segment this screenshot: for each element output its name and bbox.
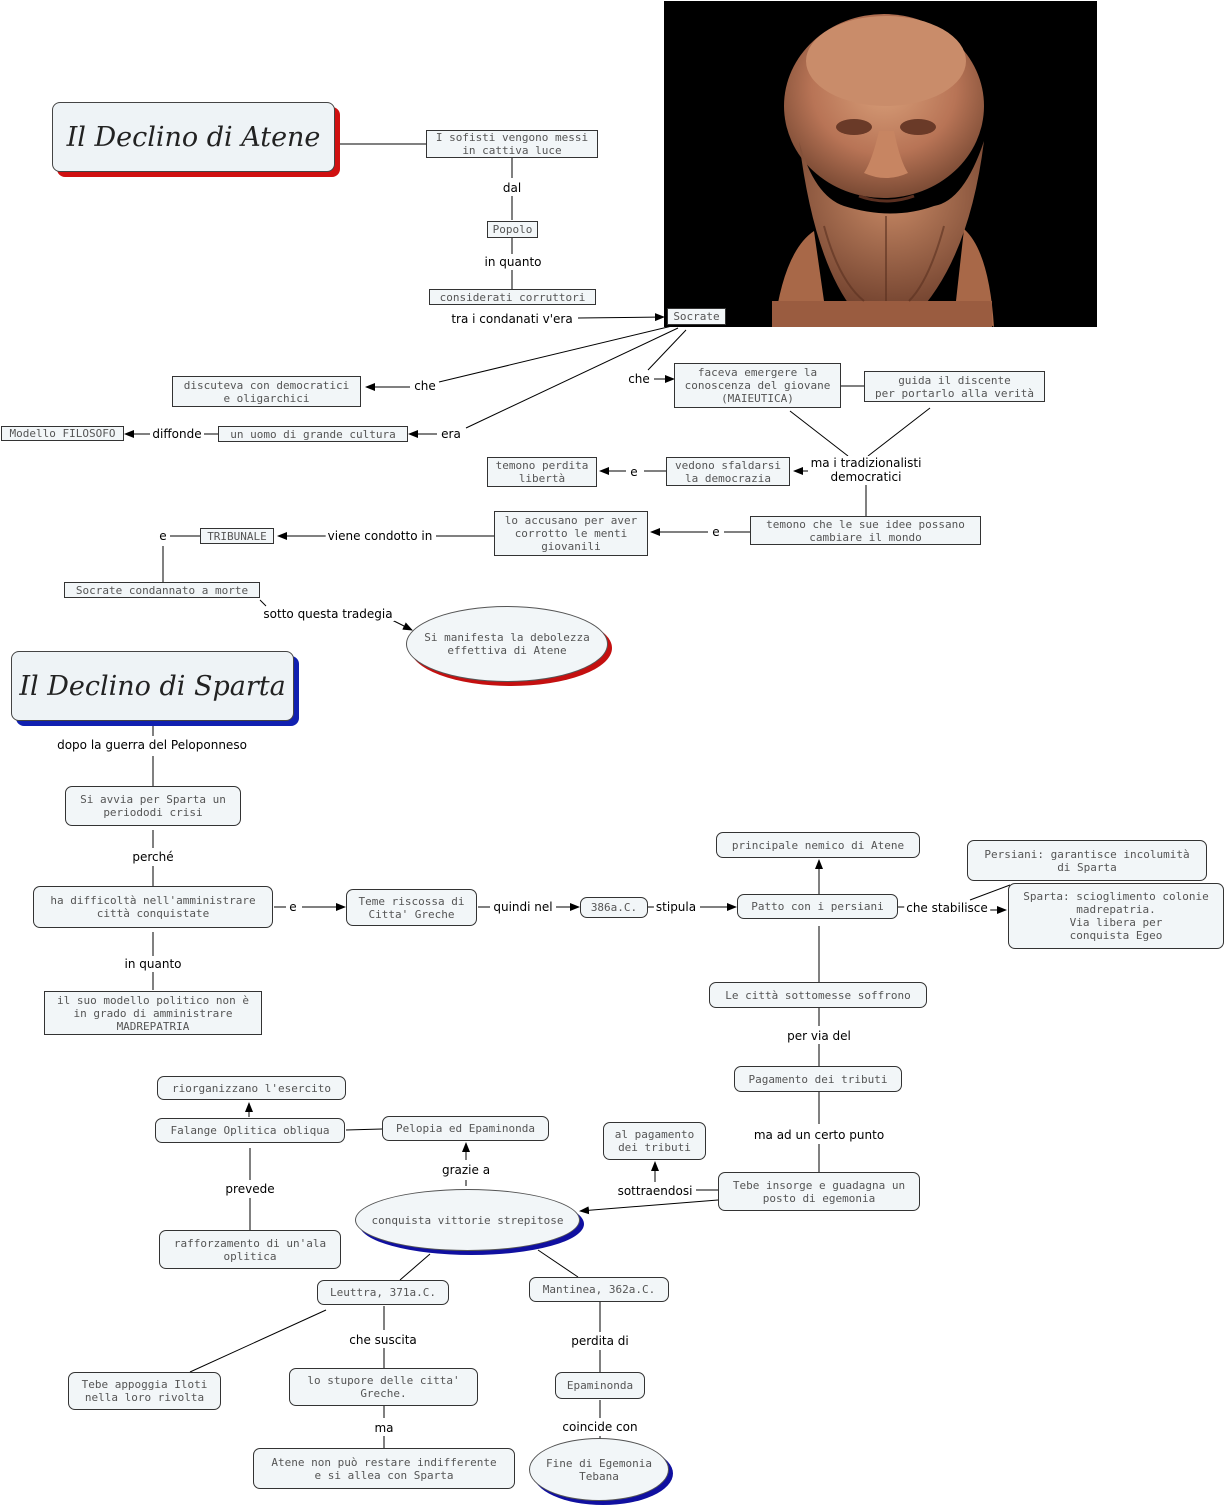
link-per-via: per via del [785,1029,853,1043]
vittorie-node[interactable]: conquista vittorie strepitose [355,1189,580,1251]
link-che-right: che [626,372,652,386]
soffrono-node[interactable]: Le città sottomesse soffrono [709,982,927,1008]
tributi-node[interactable]: Pagamento dei tributi [734,1066,902,1092]
sparta-title: Il Declino di Sparta [11,651,294,721]
esercito-node[interactable]: riorganizzano l'esercito [157,1076,346,1100]
link-ma: ma [372,1421,396,1435]
crisi-node[interactable]: Si avvia per Sparta un periododi crisi [65,786,241,826]
link-e-riscossa: e [287,900,299,914]
atene-alleata-node[interactable]: Atene non può restare indifferente e si … [253,1448,515,1489]
link-e-idee: e [710,525,722,539]
al-pagamento-node[interactable]: al pagamento dei tributi [603,1122,706,1160]
link-certo-punto: ma ad un certo punto [751,1128,887,1142]
falange-node[interactable]: Falange Oplitica obliqua [155,1118,345,1143]
iloti-node[interactable]: Tebe appoggia Iloti nella loro rivolta [68,1372,221,1410]
link-guerra: dopo la guerra del Peloponneso [55,738,249,752]
link-suscita: che suscita [347,1333,419,1347]
corruttori-node[interactable]: considerati corruttori [429,289,596,305]
tebe-node[interactable]: Tebe insorge e guadagna un posto di egem… [718,1172,920,1211]
link-perche: perché [130,850,176,864]
link-stabilisce: che stabilisce [904,901,990,915]
link-quindi: quindi nel [491,900,555,914]
leuttra-node[interactable]: Leuttra, 371a.C. [317,1280,449,1305]
pelopia-node[interactable]: Pelopia ed Epaminonda [382,1116,549,1141]
accusano-node[interactable]: lo accusano per aver corrotto le menti g… [494,511,648,556]
difficolta-node[interactable]: ha difficoltà nell'amministrare città co… [33,886,273,928]
epaminonda-node[interactable]: Epaminonda [555,1372,645,1399]
idee-node[interactable]: temono che le sue idee possano cambiare … [750,516,981,545]
link-viene-condotto: viene condotto in [325,529,435,543]
mantinea-node[interactable]: Mantinea, 362a.C. [529,1277,669,1302]
tradizionalisti-label: ma i tradizionalisti democratici [808,456,924,484]
popolo-node[interactable]: Popolo [487,221,538,238]
tribunale-node[interactable]: TRIBUNALE [200,528,274,544]
link-in-quanto-athens: in quanto [482,255,544,269]
guida-node[interactable]: guida il discente per portarlo alla veri… [864,371,1045,402]
link-era: era [439,427,463,441]
link-tragedia: sotto questa tradegia [261,607,395,621]
link-che-left: che [412,379,438,393]
modello-politico-node[interactable]: il suo modello politico non è in grado d… [44,991,262,1035]
link-prevede: prevede [223,1182,277,1196]
condannato-node[interactable]: Socrate condannato a morte [64,582,260,598]
fine-egemonia-node[interactable]: Fine di Egemonia Tebana [529,1438,669,1501]
386-node[interactable]: 386a.C. [580,897,648,918]
socrate-node[interactable]: Socrate [667,308,726,325]
patto-node[interactable]: Patto con i persiani [737,894,898,919]
persiani-node[interactable]: Persiani: garantisce incolumità di Spart… [967,840,1207,881]
maieutica-node[interactable]: faceva emergere la conoscenza del giovan… [674,363,841,408]
riscossa-node[interactable]: Teme riscossa di Citta' Greche [346,889,477,926]
athens-title: Il Declino di Atene [52,102,335,172]
link-sottraendosi: sottraendosi [615,1184,695,1198]
link-stipula: stipula [653,900,699,914]
modello-filosofo-node[interactable]: Modello FILOSOFO [1,426,124,441]
uomo-cultura-node[interactable]: un uomo di grande cultura [218,426,408,442]
ala-node[interactable]: rafforzamento di un'ala oplitica [159,1230,341,1269]
discuteva-node[interactable]: discuteva con democratici e oligarchici [172,376,361,407]
sfaldarsi-node[interactable]: vedono sfaldarsi la democrazia [666,457,790,486]
link-grazie: grazie a [439,1163,493,1177]
stupore-node[interactable]: lo stupore delle citta' Greche. [289,1368,478,1406]
link-coincide: coincide con [560,1420,640,1434]
link-condanati: tra i condanati v'era [449,312,575,326]
link-in-quanto-sparta: in quanto [122,957,184,971]
liberta-node[interactable]: temono perdita libertà [487,457,597,487]
sofisti-node[interactable]: I sofisti vengono messi in cattiva luce [426,130,598,158]
link-diffonde: diffonde [150,427,204,441]
nemico-node[interactable]: principale nemico di Atene [716,832,920,858]
link-dal: dal [500,181,524,195]
link-e-tribunale: e [157,529,169,543]
link-perdita: perdita di [569,1334,631,1348]
socrates-bust-image [664,1,1097,327]
debolezza-node[interactable]: Si manifesta la debolezza effettiva di A… [406,606,608,682]
sparta-colonie-node[interactable]: Sparta: scioglimento colonie madrepatria… [1008,883,1224,949]
link-e-liberta: e [628,465,640,479]
bust-drawing [664,1,1097,327]
